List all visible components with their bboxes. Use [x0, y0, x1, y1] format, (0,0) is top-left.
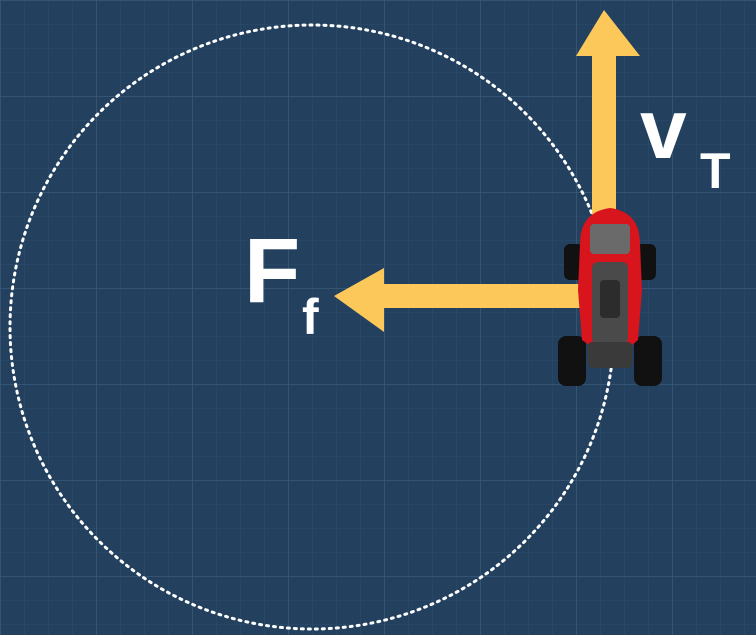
rear-right-tire [634, 336, 662, 386]
front-wing [590, 224, 630, 254]
friction-label: Ff [244, 220, 319, 345]
seat [600, 280, 620, 318]
engine-cover [588, 342, 632, 368]
rear-left-tire [558, 336, 586, 386]
velocity-arrow [576, 10, 640, 222]
friction-force-arrow [334, 268, 580, 332]
car [558, 208, 662, 386]
